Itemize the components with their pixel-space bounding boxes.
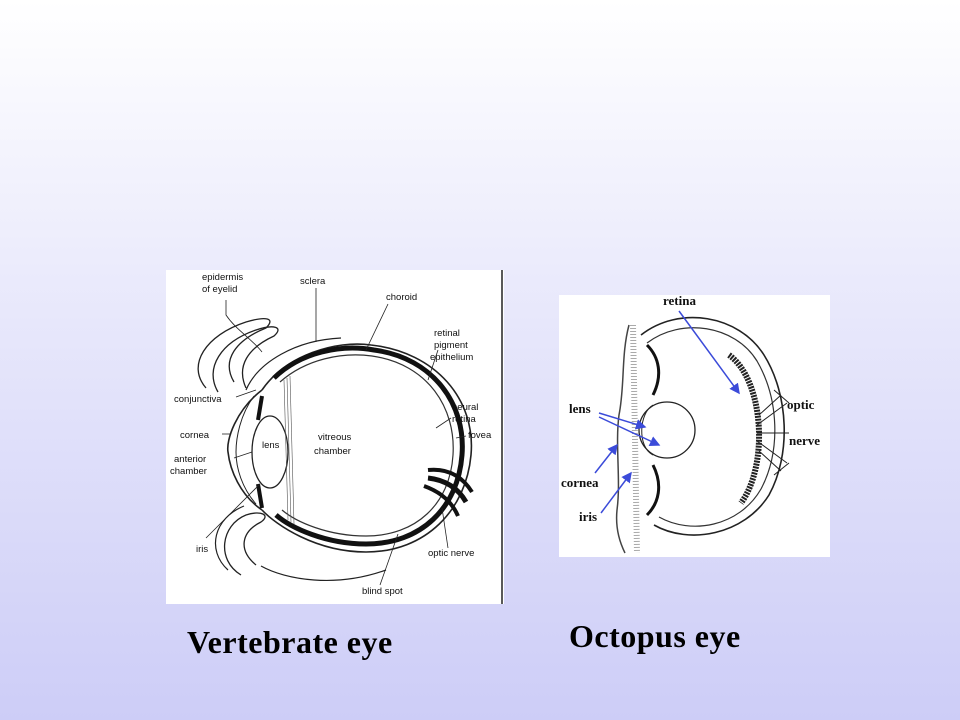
arrow-lens-1 <box>598 412 647 430</box>
label-iris: iris <box>196 544 208 555</box>
label-fovea: fovea <box>468 430 492 441</box>
vertebrate-eye-caption: Vertebrate eye <box>187 624 393 660</box>
label-epidermis-line1: epidermis <box>202 272 243 283</box>
octopus-eye-diagram: retina lens optic nerve cornea iris <box>559 295 830 557</box>
label-conjunctiva: conjunctiva <box>174 394 222 405</box>
label-rpe-line1: retinal <box>434 328 460 339</box>
label-sclera: sclera <box>300 276 326 287</box>
label-lens: lens <box>262 440 280 451</box>
octopus-eye-drawing: retina lens optic nerve cornea iris <box>561 295 820 554</box>
label-optic-nerve: optic nerve <box>428 548 474 559</box>
label-cornea: cornea <box>561 475 599 490</box>
label-cornea: cornea <box>180 430 210 441</box>
octopus-eye-caption: Octopus eye <box>569 618 741 654</box>
label-rpe-line2: pigment <box>434 340 468 351</box>
vertebrate-eye-diagram: epidermis of eyelid sclera choroid retin… <box>166 270 504 604</box>
arrow-cornea <box>594 443 618 474</box>
label-neural-line2: retina <box>452 414 476 425</box>
label-optic-line1: optic <box>787 397 815 412</box>
label-retina: retina <box>663 295 696 308</box>
label-vitreous-line1: vitreous <box>318 432 352 443</box>
label-neural-line1: neural <box>452 402 478 413</box>
label-anterior-line2: chamber <box>170 466 207 477</box>
label-optic-line2: nerve <box>789 433 820 448</box>
label-rpe-line3: epithelium <box>430 352 473 363</box>
label-iris: iris <box>579 509 597 524</box>
label-epidermis-line2: of eyelid <box>202 284 237 295</box>
label-blind-spot: blind spot <box>362 586 403 597</box>
arrow-iris <box>600 471 632 514</box>
arrow-lens-2 <box>598 416 661 446</box>
arrow-retina <box>678 310 740 395</box>
vertebrate-eye-drawing: epidermis of eyelid sclera choroid retin… <box>170 270 503 604</box>
label-lens: lens <box>569 401 591 416</box>
label-vitreous-line2: chamber <box>314 446 351 457</box>
label-anterior-line1: anterior <box>174 454 206 465</box>
label-choroid: choroid <box>386 292 417 303</box>
